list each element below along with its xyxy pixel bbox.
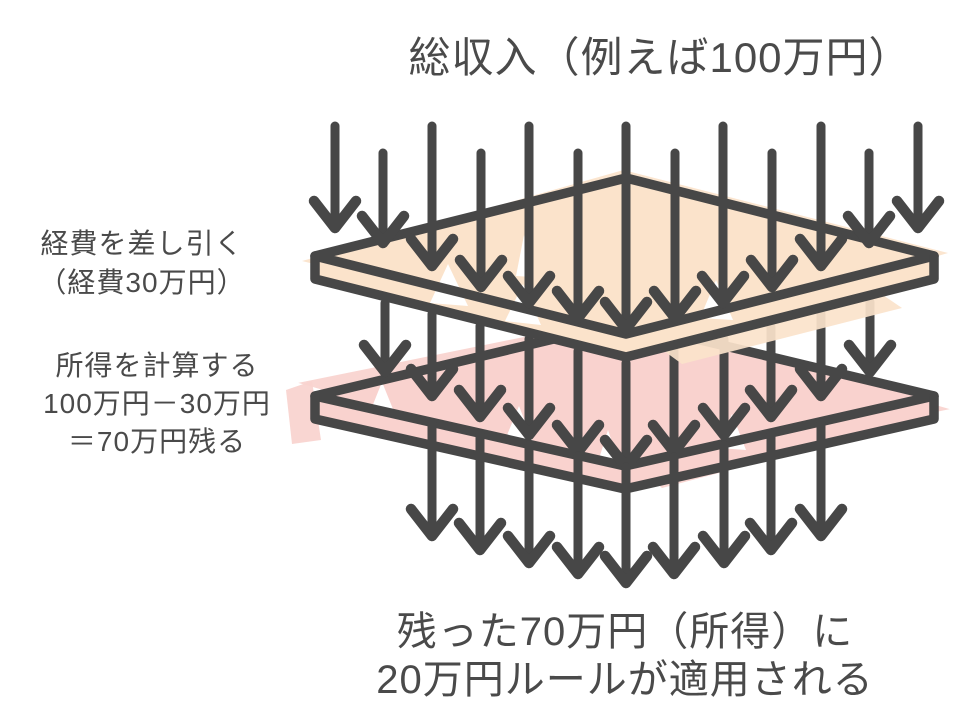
flow-arrow-head <box>405 363 459 402</box>
flow-arrow-head <box>308 195 362 234</box>
flow-arrow-head <box>647 541 701 580</box>
flow-arrow-head <box>599 296 653 335</box>
flow-arrow-head <box>745 254 799 293</box>
diagram-title: 総収入（例えば100万円） <box>408 34 912 81</box>
flow-arrow-head <box>502 402 556 441</box>
flow-arrow-head <box>843 339 897 378</box>
flow-arrow-head <box>794 503 848 542</box>
expense-plate-marker-streak <box>660 293 902 364</box>
flow-arrow-head <box>356 210 410 249</box>
flow-arrow-head <box>794 363 848 402</box>
flow-arrow-head <box>697 530 751 569</box>
flow-arrow-head <box>551 285 605 324</box>
flow-arrow-head <box>454 254 508 293</box>
flow-arrow-head <box>794 233 848 272</box>
expense-plate-edge-outline <box>310 251 939 362</box>
expense-step-label-line: （経費30万円） <box>38 267 246 298</box>
income-step-label: 所得を計算する 100万円－30万円 ＝70万円残る <box>43 347 271 461</box>
flow-arrow-head <box>842 210 896 249</box>
flow-arrow-head <box>744 384 798 423</box>
flow-arrow-head <box>697 402 751 441</box>
expense-step-label: 経費を差し引く （経費30万円） <box>38 224 245 302</box>
flow-arrow-head <box>599 550 653 589</box>
expense-step-label-line: 経費を差し引く <box>40 228 244 259</box>
flow-arrow-head <box>648 285 702 324</box>
flow-arrow-head <box>891 195 945 234</box>
flow-arrow-head <box>405 233 459 272</box>
flow-arrow-head <box>358 339 412 378</box>
diagram-caption: 残った70万円（所得）に 20万円ルールが適用される <box>376 608 874 704</box>
flow-arrow-head <box>453 384 507 423</box>
flow-arrow-head <box>502 530 556 569</box>
flow-arrow-head <box>502 270 556 309</box>
diagram-caption-line: 残った70万円（所得）に <box>396 610 854 654</box>
flow-arrow-head <box>744 517 798 556</box>
flow-arrow-head <box>647 419 701 458</box>
income-step-label-line: 100万円－30万円 <box>43 388 271 419</box>
flow-arrow-head <box>405 503 459 542</box>
income-step-label-line: ＝70万円残る <box>67 426 247 457</box>
net-income-arrows <box>405 418 848 589</box>
flow-arrow-head <box>696 270 750 309</box>
diagram-caption-line: 20万円ルールが適用される <box>376 658 874 702</box>
gross-income-arrows <box>308 121 945 335</box>
flow-arrow-head <box>453 517 507 556</box>
after-expense-arrows <box>358 297 897 473</box>
flow-arrow-head <box>551 541 605 580</box>
income-step-label-line: 所得を計算する <box>55 350 259 381</box>
